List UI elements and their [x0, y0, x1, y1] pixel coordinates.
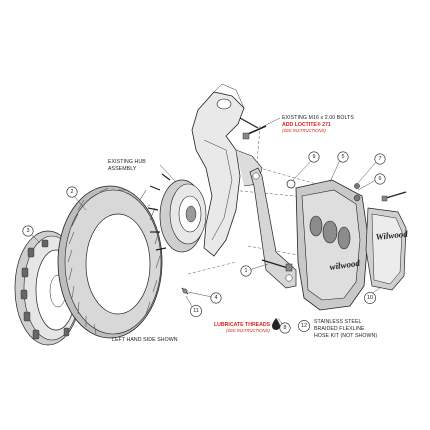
callout-6: 6: [374, 173, 386, 185]
svg-text:9: 9: [313, 154, 316, 160]
svg-text:5: 5: [342, 154, 345, 160]
mounting-bolt: [261, 259, 293, 272]
svg-text:1: 1: [245, 268, 248, 274]
hub-label-line1: EXISTING HUB: [108, 159, 146, 165]
svg-text:4: 4: [215, 295, 218, 301]
caliper-mounting-bracket: [249, 167, 297, 289]
svg-text:10: 10: [367, 295, 373, 301]
svg-text:11: 11: [193, 308, 199, 314]
svg-text:12: 12: [301, 323, 307, 329]
loctite-label: ADD LOCTITE® 271: [282, 121, 331, 128]
callout-10: 10: [364, 292, 376, 304]
callout-2: 2: [66, 186, 78, 198]
lube-note: (SEE INSTRUCTIONS): [226, 328, 270, 333]
side-shown-label: LEFT HAND SIDE SHOWN: [112, 337, 178, 343]
caliper-brand-label: wilwood: [329, 258, 361, 272]
text-labels: EXISTING M16 x 2.00 BOLTS ADD LOCTITE® 2…: [108, 115, 377, 343]
brake-rotor: [57, 185, 163, 339]
hose-label-line2: BRAIDED FLEXLINE: [314, 326, 365, 332]
callout-markers: 1 2 3 4 5 6 7 8 9 10 11 12: [22, 151, 386, 334]
callout-5: 5: [337, 151, 349, 163]
hose-label-line1: STAINLESS STEEL: [314, 319, 362, 325]
hose-label-line3: HOSE KIT (NOT SHOWN): [314, 333, 377, 339]
svg-text:2: 2: [71, 189, 74, 195]
bleeder-screw: [353, 194, 361, 202]
rotor-hardware: [181, 287, 189, 295]
callout-11: 11: [190, 305, 202, 317]
callout-7: 7: [374, 153, 386, 165]
shim-washer: [286, 179, 296, 189]
svg-text:3: 3: [27, 228, 30, 234]
loctite-note: (SEE INSTRUCTIONS): [282, 128, 326, 133]
callout-8: 8: [279, 322, 291, 334]
hub-assembly: [147, 173, 207, 253]
oil-drop-icon: [272, 318, 280, 330]
callout-9: 9: [308, 151, 320, 163]
hub-bolt: [242, 125, 267, 140]
callout-3: 3: [22, 225, 34, 237]
hardware-parts: [181, 125, 407, 330]
pad-retainer-bolt: [385, 191, 407, 199]
svg-text:8: 8: [284, 325, 287, 331]
hub-label-line2: ASSEMBLY: [108, 166, 137, 172]
bolts-label: EXISTING M16 x 2.00 BOLTS: [282, 115, 354, 121]
callout-1: 1: [240, 265, 252, 277]
callout-12: 12: [298, 320, 310, 332]
svg-text:7: 7: [379, 156, 382, 162]
svg-text:6: 6: [379, 176, 382, 182]
bleeder-cap: [354, 183, 360, 189]
callout-4: 4: [210, 292, 222, 304]
lube-label: LUBRICATE THREADS: [214, 322, 271, 328]
brake-caliper: wilwood: [295, 179, 369, 311]
pad-brand-label: Wilwood: [375, 229, 409, 242]
leader-lines: [29, 117, 381, 326]
brake-pads: Wilwood: [365, 207, 409, 291]
